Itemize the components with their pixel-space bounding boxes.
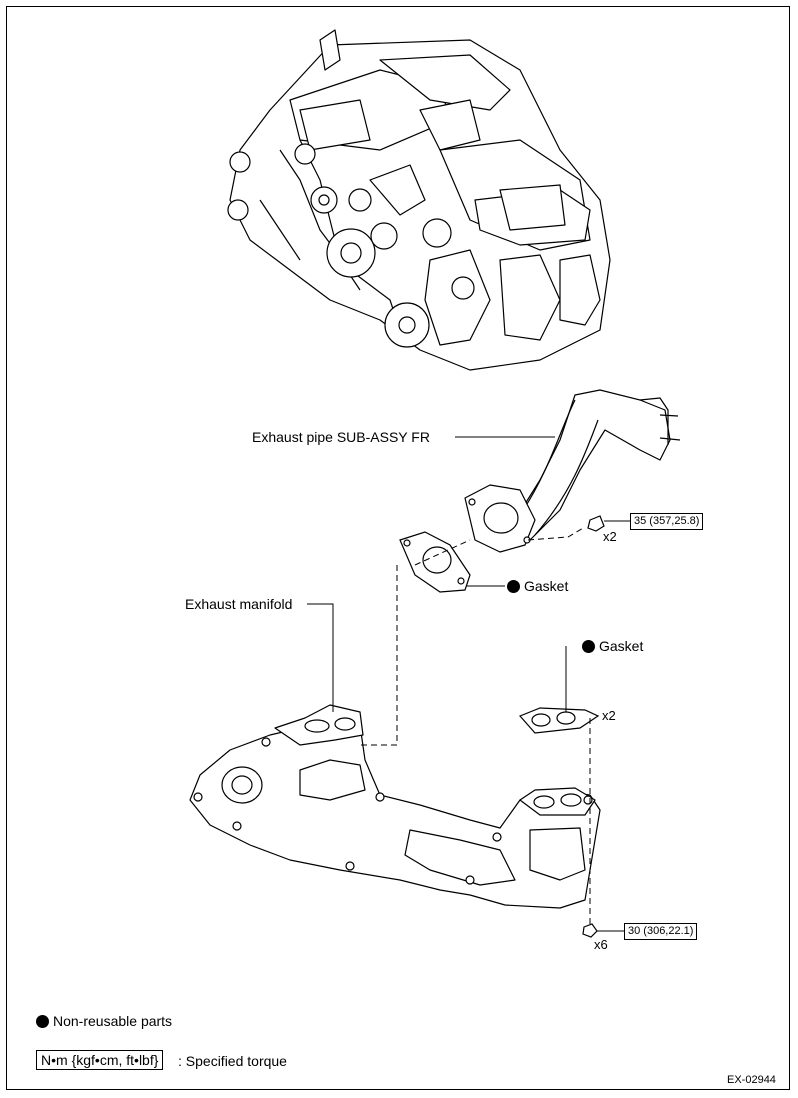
exhaust-manifold-drawing <box>189 704 601 909</box>
assembly-lines <box>360 526 591 927</box>
gasket-pipe-text: Gasket <box>524 578 569 594</box>
gasket-manifold-drawing <box>518 707 600 734</box>
bolt-torque-box: 30 (306,22.1) <box>624 923 698 940</box>
gasket-pipe-label: Gasket <box>507 578 568 594</box>
figure-code: EX-02944 <box>727 1074 776 1086</box>
figure-frame <box>6 6 790 1090</box>
bolt-drawing <box>582 923 598 938</box>
gasket-pipe-drawing <box>399 531 471 593</box>
legend-torque-unit-box: N•m {kgf•cm, ft•lbf} <box>36 1050 164 1070</box>
leader-lines <box>307 436 630 932</box>
gasket-quantity: x2 <box>602 708 616 723</box>
bolt-quantity: x6 <box>594 937 608 952</box>
gasket-manifold-text: Gasket <box>599 638 644 654</box>
non-reusable-dot-icon <box>507 580 520 593</box>
legend-non-reusable-text: Non-reusable parts <box>53 1013 173 1029</box>
exhaust-pipe-label: Exhaust pipe SUB-ASSY FR <box>252 429 430 445</box>
exhaust-pipe-drawing <box>464 389 681 553</box>
nut-drawing <box>587 515 605 532</box>
non-reusable-dot-icon <box>582 640 595 653</box>
non-reusable-dot-icon <box>36 1015 49 1028</box>
nut-torque-box: 35 (357,25.8) <box>630 513 704 530</box>
nut-quantity: x2 <box>603 529 617 544</box>
legend-non-reusable: Non-reusable parts <box>36 1013 172 1029</box>
legend-torque-desc: : Specified torque <box>178 1053 287 1069</box>
engine-drawing <box>227 29 611 371</box>
gasket-manifold-label: Gasket <box>582 638 643 654</box>
exhaust-manifold-label: Exhaust manifold <box>185 596 293 612</box>
